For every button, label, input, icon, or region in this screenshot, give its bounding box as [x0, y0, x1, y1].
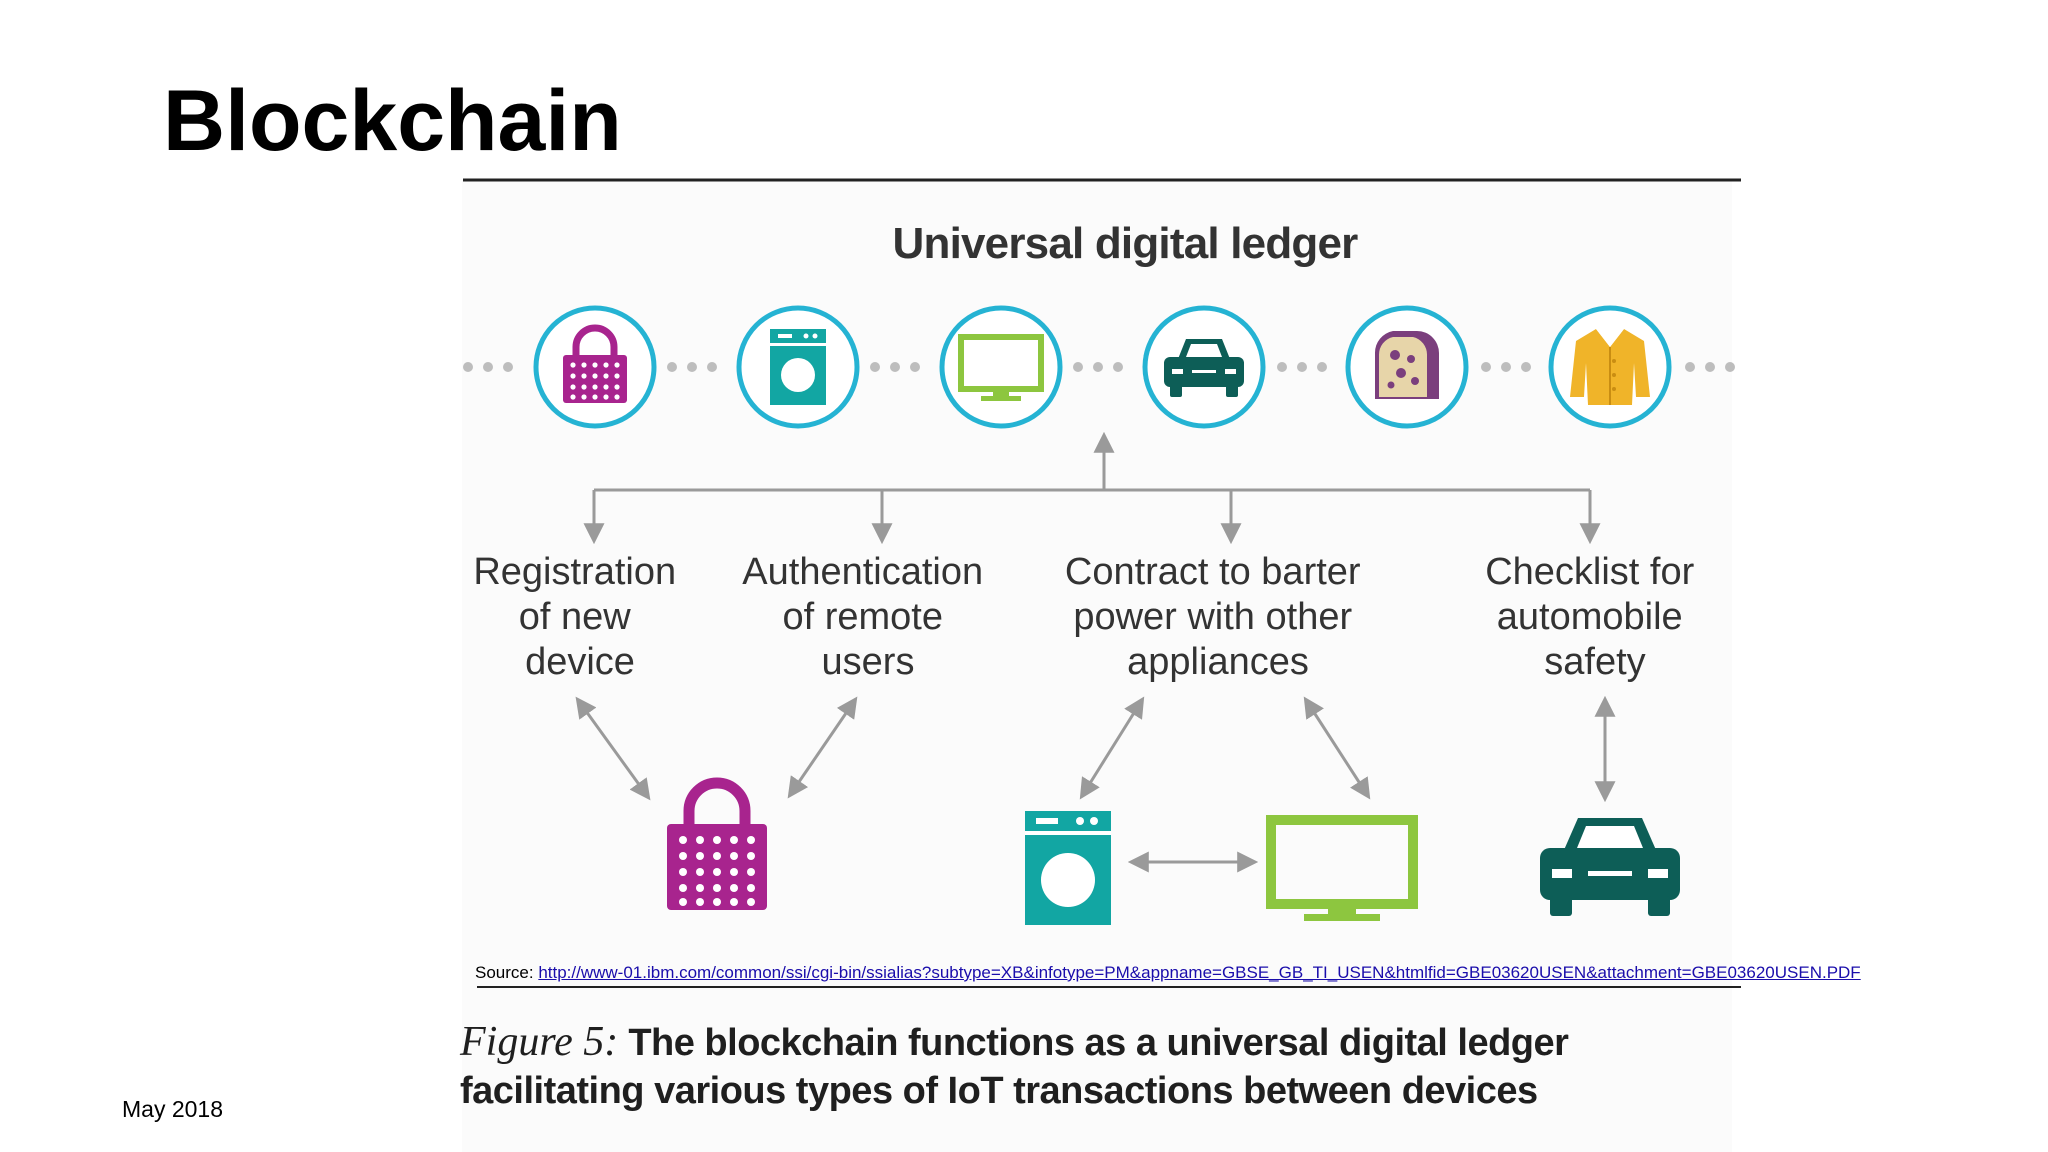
chain-node-bread — [1345, 305, 1469, 429]
chain-node-coat — [1548, 305, 1672, 429]
ledger-heading: Universal digital ledger — [893, 219, 1359, 268]
device-car — [1540, 818, 1680, 916]
chain-node-monitor — [939, 305, 1063, 429]
chain-node-washer — [736, 305, 860, 429]
function-label-authentication: Authentication of remote users — [742, 551, 993, 683]
caption-line-1: The blockchain functions as a universal … — [628, 1022, 1569, 1064]
lock-icon — [667, 777, 767, 910]
figure-caption: Figure 5: The blockchain functions as a … — [460, 1018, 1569, 1115]
slide-date: May 2018 — [122, 1096, 224, 1122]
caption-line-2: facilitating various types of IoT transa… — [460, 1070, 1538, 1112]
chain-node-lock — [533, 305, 657, 429]
lock-icon — [563, 324, 627, 403]
function-label-registration: Registration of new device — [473, 551, 686, 683]
source-link[interactable]: http://www-01.ibm.com/common/ssi/cgi-bin… — [538, 963, 1861, 982]
washing-machine-icon — [770, 329, 826, 405]
chain-dots — [463, 362, 1735, 372]
coat-icon — [1570, 327, 1650, 405]
car-icon — [1540, 818, 1680, 916]
slide-title: Blockchain — [163, 73, 622, 169]
monitor-icon — [1266, 815, 1418, 921]
figure-background — [462, 180, 1732, 1152]
transaction-arrows — [575, 695, 1616, 873]
bread-icon — [1374, 331, 1439, 399]
function-label-contract: Contract to barter power with other appl… — [1065, 551, 1371, 683]
device-lock — [667, 777, 767, 910]
car-icon — [1164, 339, 1244, 397]
connector-tree — [583, 431, 1601, 545]
source-label: Source: — [475, 963, 534, 982]
monitor-icon — [958, 334, 1044, 401]
source-line: Source: http://www-01.ibm.com/common/ssi… — [475, 963, 1861, 983]
washing-machine-icon — [1025, 811, 1111, 925]
chain-node-car — [1142, 305, 1266, 429]
device-washer — [1025, 811, 1111, 925]
caption-prefix: Figure 5: — [460, 1019, 619, 1065]
function-label-checklist: Checklist for automobile safety — [1485, 551, 1705, 683]
device-monitor — [1266, 815, 1418, 921]
